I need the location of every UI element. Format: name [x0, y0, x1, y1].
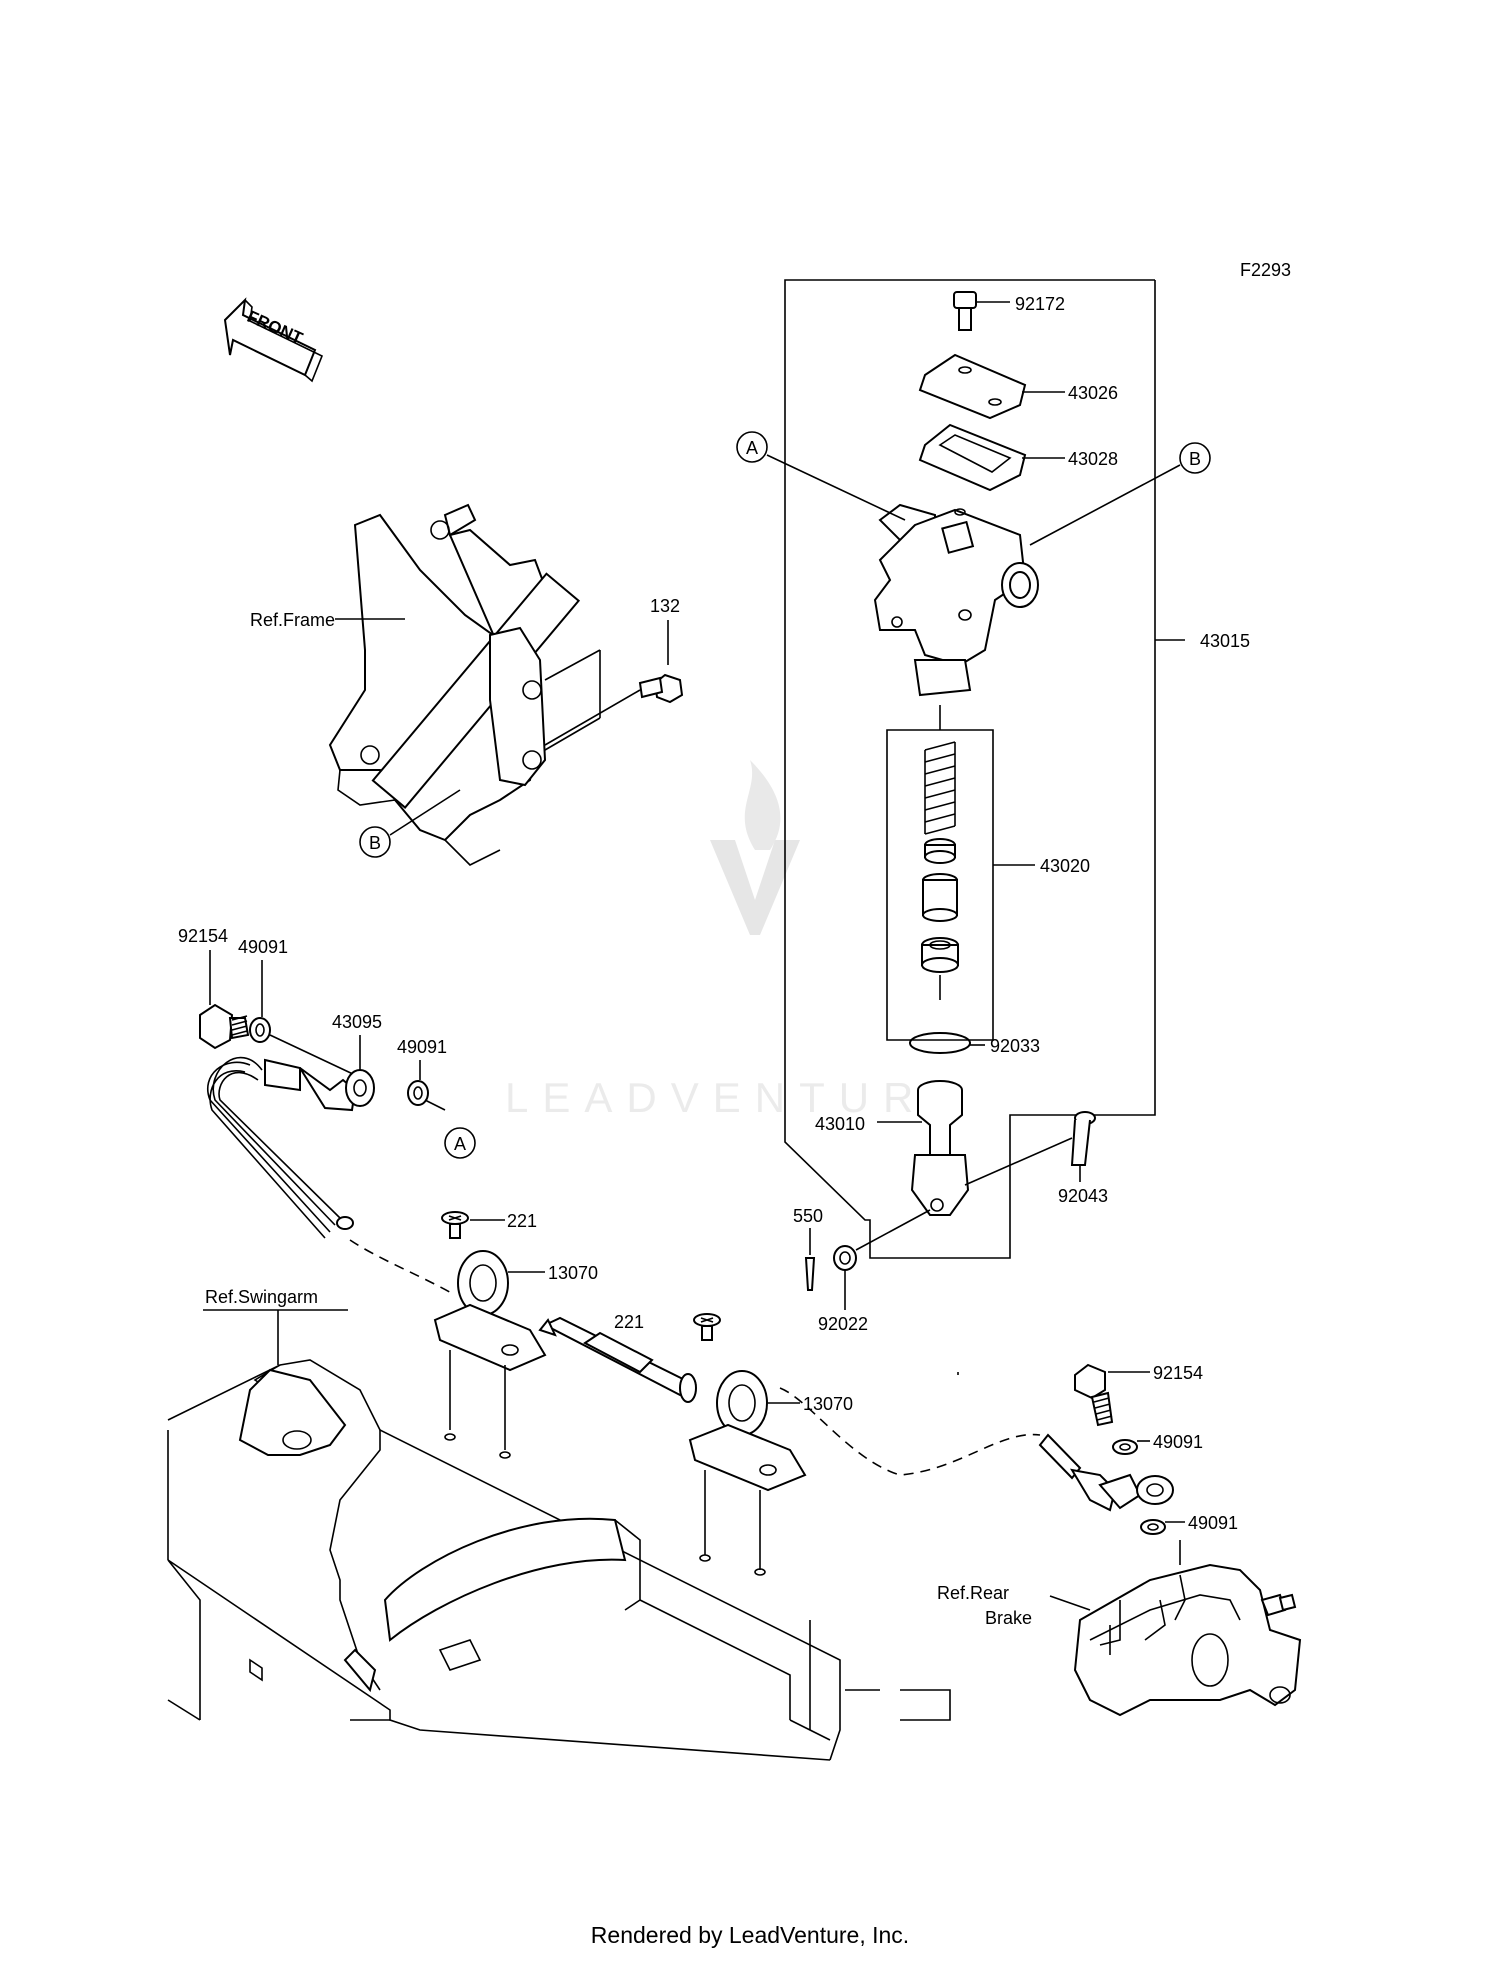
- pin-92043: [964, 1111, 1096, 1186]
- label-92154-bottom: 92154: [1153, 1363, 1203, 1383]
- label-43026: 43026: [1068, 383, 1118, 403]
- clamp-13070-2: [688, 1370, 807, 1492]
- hose-end-bottom: [1038, 1433, 1174, 1512]
- washer-49091-1: [249, 960, 356, 1076]
- callout-a-top: A: [736, 431, 768, 463]
- callout-b-label: B: [1189, 449, 1201, 469]
- callout-a-bottom-label: A: [454, 1134, 466, 1154]
- label-92033: 92033: [990, 1036, 1040, 1056]
- label-49091-1: 49091: [238, 937, 288, 957]
- label-92022: 92022: [818, 1314, 868, 1334]
- label-ref-rear: Ref.Rear: [937, 1583, 1009, 1603]
- callout-b-bottom-label: B: [369, 833, 381, 853]
- label-221-1: 221: [507, 1211, 537, 1231]
- label-550: 550: [793, 1206, 823, 1226]
- label-13070-1: 13070: [548, 1263, 598, 1283]
- bolt-132: [638, 620, 684, 704]
- pushrod-43010: [877, 1080, 970, 1216]
- callout-b-bottom: B: [359, 826, 391, 858]
- label-43095: 43095: [332, 1012, 382, 1032]
- frame-reference: [328, 503, 641, 866]
- hose-43095: [207, 1035, 375, 1239]
- washer-92022: [833, 1209, 931, 1310]
- watermark: LEADVENTURE: [505, 760, 969, 1121]
- washer-49091-2: [407, 1060, 446, 1111]
- banjo-bolt-92154-bottom: [1074, 1363, 1150, 1427]
- label-ref-frame: Ref.Frame: [250, 610, 335, 630]
- label-43028: 43028: [1068, 449, 1118, 469]
- label-ref-swingarm: Ref.Swingarm: [205, 1287, 318, 1307]
- watermark-text: LEADVENTURE: [505, 1074, 969, 1121]
- callout-b-top: B: [1179, 442, 1211, 474]
- piston-cup-icon: [924, 838, 956, 864]
- seal-icon: [921, 937, 959, 973]
- label-49091-4: 49091: [1188, 1513, 1238, 1533]
- label-221-2: 221: [614, 1312, 644, 1332]
- piston-icon: [922, 873, 958, 922]
- label-49091-3: 49091: [1153, 1432, 1203, 1452]
- label-92172: 92172: [1015, 294, 1065, 314]
- screw-221-1: [441, 1211, 505, 1239]
- banjo-bolt-92154-top: [199, 950, 250, 1050]
- screw-92172: [953, 291, 1010, 331]
- kit-43020-bracket: [886, 705, 1035, 1041]
- front-arrow-icon: FRONT: [223, 297, 324, 383]
- washer-49091-3: [1112, 1439, 1150, 1455]
- master-cylinder-body: [873, 503, 1039, 697]
- spring-icon: [924, 741, 956, 835]
- screw-221-2: [693, 1313, 721, 1341]
- label-132: 132: [650, 596, 680, 616]
- label-43015: 43015: [1200, 631, 1250, 651]
- label-13070-2: 13070: [803, 1394, 853, 1414]
- cap-43026: [918, 353, 1065, 420]
- clamp-mounting-lines: [444, 1350, 766, 1576]
- swingarm-reference: [167, 1359, 951, 1761]
- circlip-92033: [909, 1032, 985, 1054]
- diaphragm-43028: [918, 423, 1065, 492]
- callout-a-bottom: A: [444, 1127, 476, 1159]
- label-43010: 43010: [815, 1114, 865, 1134]
- clamp-13070-1: [433, 1250, 547, 1372]
- label-brake: Brake: [985, 1608, 1032, 1628]
- cotter-pin-550: [804, 1228, 816, 1291]
- label-43020: 43020: [1040, 856, 1090, 876]
- brake-rod: [538, 1316, 697, 1403]
- label-92043: 92043: [1058, 1186, 1108, 1206]
- label-49091-2: 49091: [397, 1037, 447, 1057]
- diagram-code: F2293: [1240, 260, 1291, 280]
- label-92154-top: 92154: [178, 926, 228, 946]
- callout-a-label: A: [746, 438, 758, 458]
- footer-credit: Rendered by LeadVenture, Inc.: [590, 1922, 910, 1948]
- rear-brake-caliper-reference: [1073, 1540, 1302, 1717]
- washer-49091-4: [1140, 1519, 1185, 1535]
